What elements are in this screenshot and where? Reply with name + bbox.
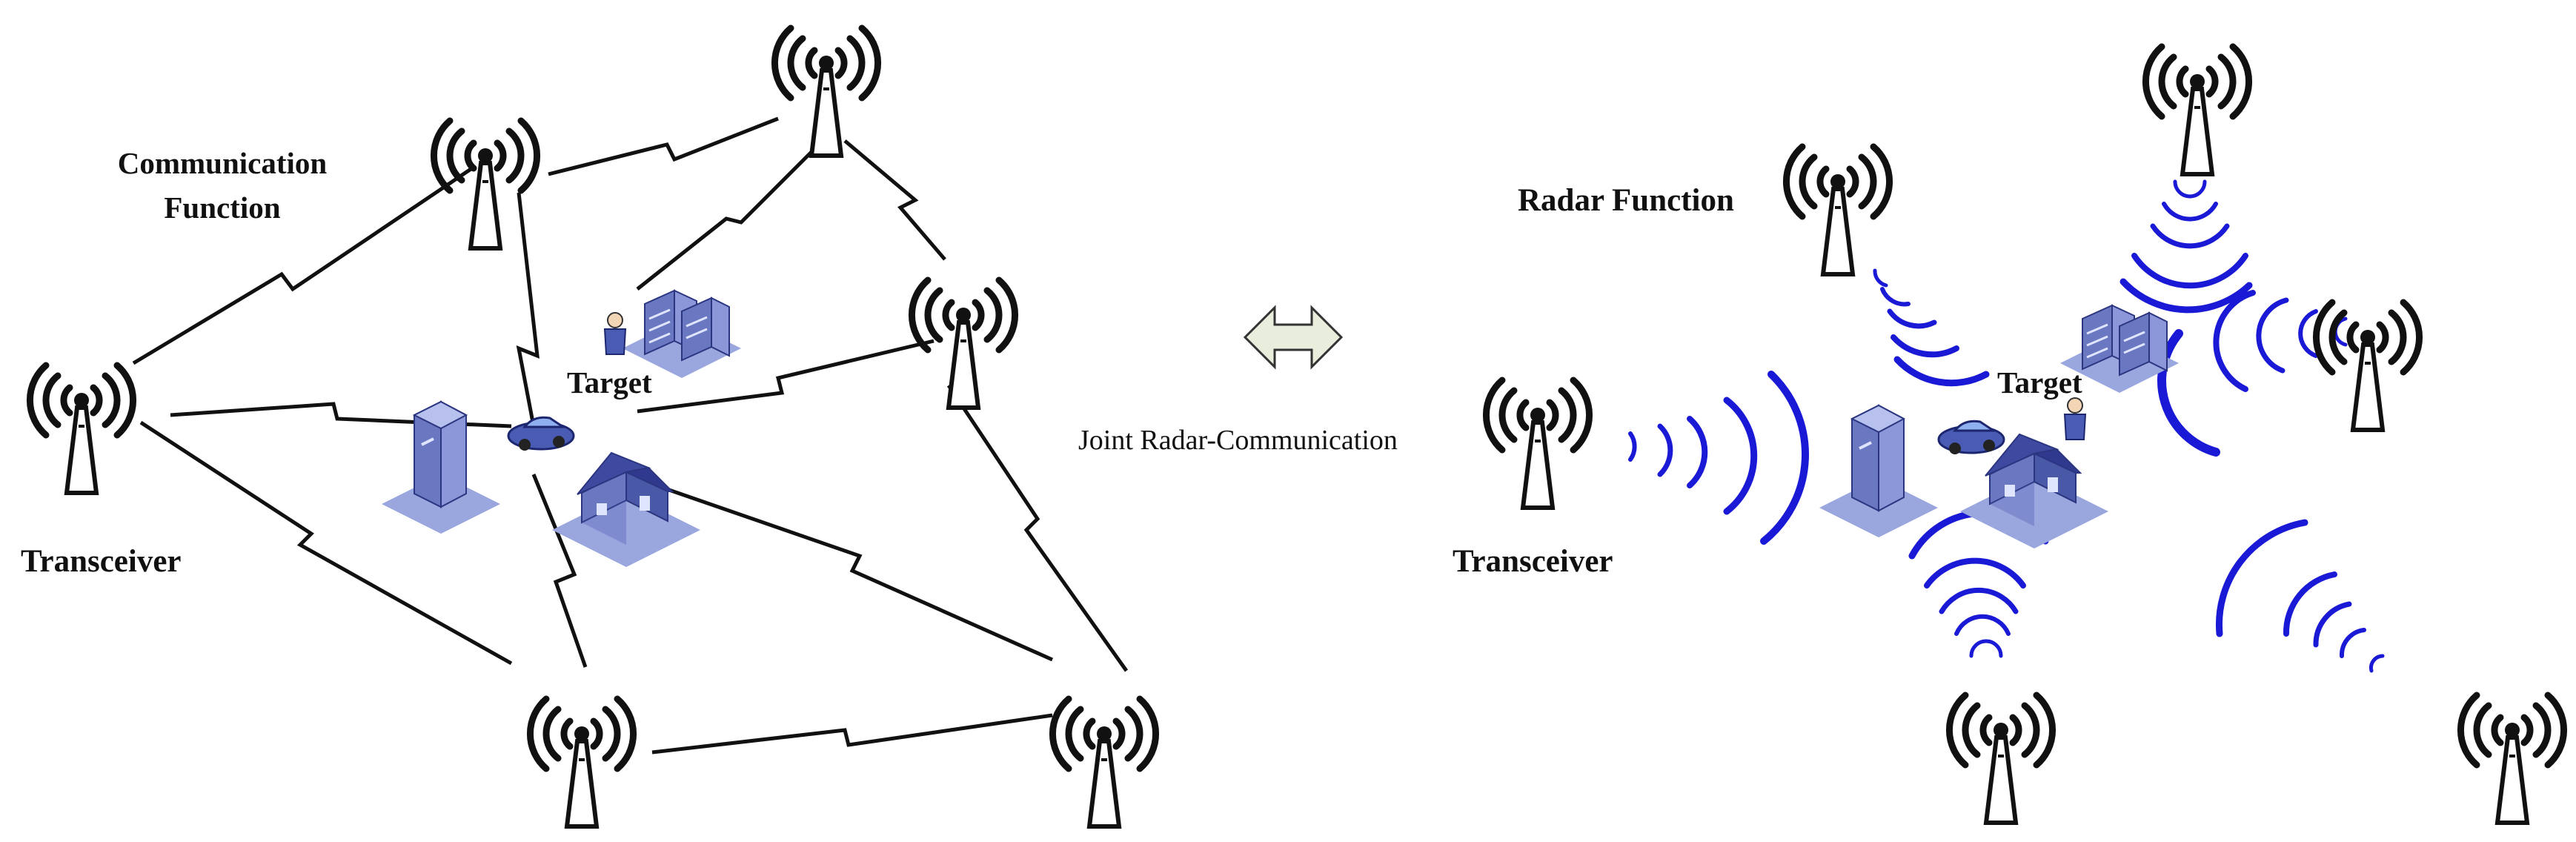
joint-radar-communication-label: Joint Radar-Communication: [1078, 425, 1398, 456]
communication-function-label: Communication Function: [67, 141, 378, 230]
antenna-tower-icon: [530, 699, 633, 826]
link-4-car: [637, 339, 935, 414]
right-target-label: Target: [1997, 365, 2082, 400]
antenna-tower-icon: [774, 28, 877, 156]
radar-wave-left: [1628, 371, 1809, 545]
radar-network: [1486, 47, 2563, 823]
link-1-3: [548, 116, 779, 176]
tower-building-icon: [1818, 404, 1939, 539]
radar-wave-top: [2119, 179, 2253, 314]
link-0-1: [132, 165, 476, 365]
radar-function-label: Radar Function: [1518, 183, 1734, 218]
link-car-6: [531, 474, 588, 668]
antenna-tower-icon: [1786, 147, 1889, 274]
radar-wave-upper-left: [1873, 268, 1990, 387]
left-transceiver-label: Transceiver: [21, 544, 182, 579]
person-icon: [2064, 397, 2086, 440]
communication-network: [30, 28, 1155, 826]
antenna-tower-icon: [1949, 695, 2052, 823]
radar-waves: [1628, 179, 2385, 673]
link-3-target: [636, 147, 817, 291]
communication-links: [132, 116, 1129, 755]
antenna-tower-icon: [30, 365, 133, 493]
link-4-8: [946, 384, 1129, 672]
link-1-6: [516, 192, 540, 427]
antenna-tower-icon: [2460, 695, 2563, 823]
communication-label-line2: Function: [164, 190, 281, 225]
antenna-tower-icon: [1486, 380, 1589, 508]
radar-wave-bottom-right: [2215, 519, 2385, 673]
car-icon: [507, 416, 575, 452]
antenna-tower-icon: [1052, 699, 1155, 826]
right-transceiver-label: Transceiver: [1453, 544, 1613, 579]
link-0-6: [139, 420, 513, 666]
antenna-tower-icon: [2316, 302, 2419, 430]
link-6-8: [651, 713, 1053, 755]
antenna-tower-icon: [2145, 47, 2248, 174]
link-car-8: [666, 487, 1054, 662]
link-3-4: [843, 139, 946, 261]
left-target-label: Target: [567, 365, 652, 400]
car-icon: [1937, 420, 2005, 456]
person-icon: [604, 312, 626, 355]
communication-label-line1: Communication: [117, 146, 328, 180]
house-icon: [551, 452, 701, 568]
double-arrow-icon: [1243, 305, 1344, 370]
